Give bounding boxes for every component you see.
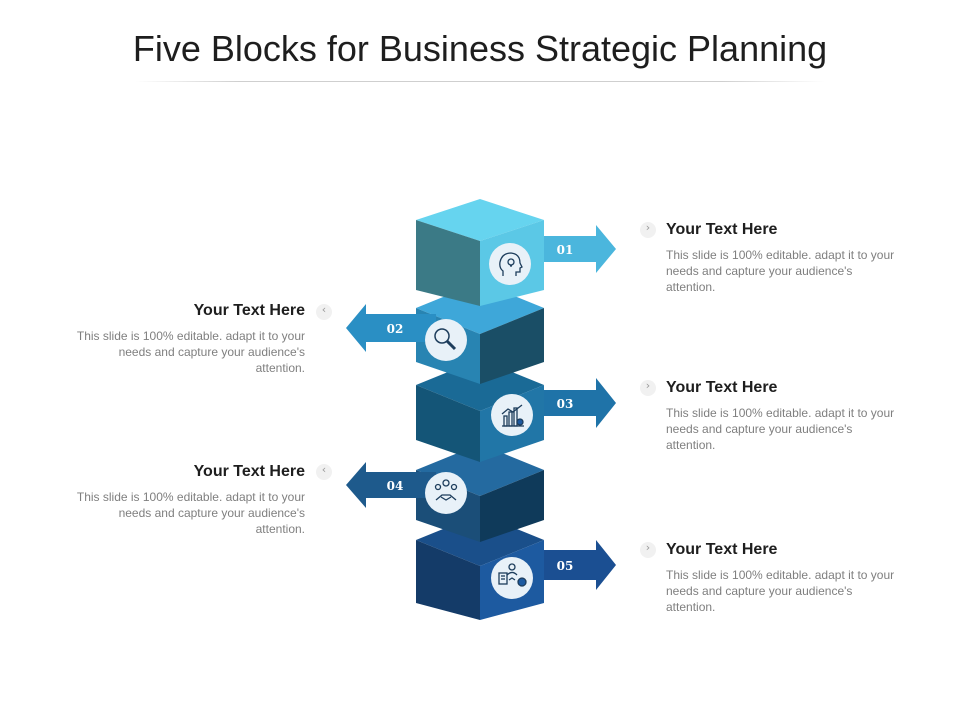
text-block-01-body: This slide is 100% editable. adapt it to… bbox=[666, 248, 895, 294]
block-05-left-face bbox=[416, 540, 480, 620]
block-02-number: 02 bbox=[387, 322, 404, 336]
block-04-icon-circle bbox=[425, 472, 467, 514]
text-block-03-body: This slide is 100% editable. adapt it to… bbox=[666, 406, 895, 452]
block-01-icon-circle bbox=[489, 243, 531, 285]
block-05-number: 05 bbox=[557, 559, 574, 573]
block-01-number: 01 bbox=[557, 243, 574, 257]
text-block-03: Your Text Here This slide is 100% editab… bbox=[666, 379, 896, 453]
text-block-05-body: This slide is 100% editable. adapt it to… bbox=[666, 568, 895, 614]
bullet-05: › bbox=[640, 541, 656, 558]
block-01-arrow bbox=[544, 225, 616, 273]
head-lightbulb-icon bbox=[499, 252, 523, 276]
block-03-left-face bbox=[416, 385, 480, 462]
block-04-right-face bbox=[480, 470, 544, 542]
text-block-01: Your Text Here This slide is 100% editab… bbox=[666, 221, 896, 295]
text-block-05-heading: Your Text Here bbox=[666, 541, 778, 558]
block-03-number: 03 bbox=[557, 397, 574, 411]
text-block-05: Your Text Here This slide is 100% editab… bbox=[666, 541, 896, 615]
block-02-icon-circle bbox=[425, 319, 467, 361]
text-block-02-heading: Your Text Here bbox=[193, 302, 305, 319]
text-block-04-body: This slide is 100% editable. adapt it to… bbox=[76, 490, 305, 536]
block-02-arrow bbox=[346, 304, 436, 352]
block-05-arrow bbox=[544, 540, 616, 590]
text-block-04-heading: Your Text Here bbox=[193, 463, 305, 480]
slide-title: Five Blocks for Business Strategic Plann… bbox=[132, 28, 828, 69]
block-01-left-face bbox=[416, 220, 480, 306]
text-block-01-heading: Your Text Here bbox=[666, 221, 778, 238]
block-03-arrow bbox=[544, 378, 616, 428]
text-block-04: Your Text Here This slide is 100% editab… bbox=[75, 463, 305, 537]
strategy-gear-icon bbox=[498, 563, 527, 587]
bullet-04: ‹ bbox=[316, 463, 332, 480]
text-block-03-heading: Your Text Here bbox=[666, 379, 778, 396]
block-02-right-face bbox=[480, 308, 544, 384]
bullet-02: ‹ bbox=[316, 303, 332, 320]
magnifier-icon bbox=[434, 328, 457, 351]
team-handshake-icon bbox=[434, 479, 458, 501]
bullet-01: › bbox=[640, 221, 656, 238]
block-01: 01 bbox=[416, 199, 616, 306]
bullet-03: › bbox=[640, 379, 656, 396]
growth-chart-icon bbox=[501, 404, 524, 427]
text-block-02-body: This slide is 100% editable. adapt it to… bbox=[76, 329, 305, 375]
block-04-number: 04 bbox=[387, 479, 404, 493]
title-divider bbox=[135, 81, 825, 82]
block-04-arrow bbox=[346, 462, 436, 508]
block-04: 04 bbox=[346, 444, 544, 542]
text-block-02: Your Text Here This slide is 100% editab… bbox=[75, 302, 305, 376]
block-03: 03 bbox=[416, 359, 616, 462]
